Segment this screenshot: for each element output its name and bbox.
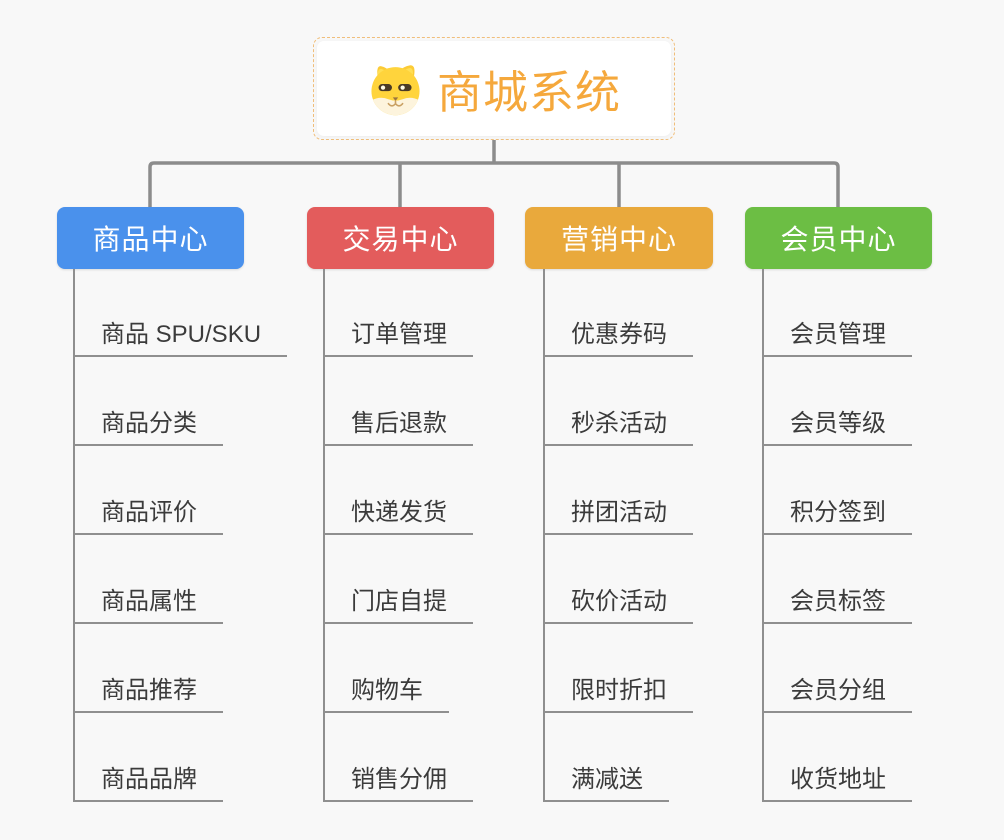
leaf-node[interactable]: 限时折扣 (543, 676, 693, 713)
shiba-dog-icon (371, 65, 420, 116)
leaf-node[interactable]: 门店自提 (323, 587, 473, 624)
leaf-node[interactable]: 订单管理 (323, 320, 473, 357)
root-node-body: 商城系统 (317, 41, 671, 136)
root-node-title: 商城系统 (436, 67, 621, 118)
branch-children-member: 会员管理 会员等级 积分签到 会员标签 会员分组 收货地址 (762, 269, 1002, 809)
leaf-node[interactable]: 砍价活动 (543, 587, 693, 624)
root-node[interactable]: 商城系统 (313, 37, 675, 140)
leaf-node[interactable]: 商品评价 (73, 498, 223, 535)
leaf-node[interactable]: 商品推荐 (73, 676, 223, 713)
leaf-node[interactable]: 秒杀活动 (543, 409, 693, 446)
leaf-node[interactable]: 满减送 (543, 765, 669, 802)
branch-label: 营销中心 (560, 224, 677, 255)
leaf-node[interactable]: 购物车 (323, 676, 449, 713)
branch-children-marketing: 优惠券码 秒杀活动 拼团活动 砍价活动 限时折扣 满减送 (543, 269, 783, 809)
leaf-node[interactable]: 销售分佣 (323, 765, 473, 802)
branch-node-member-center[interactable]: 会员中心 (745, 207, 932, 269)
leaf-node[interactable]: 售后退款 (323, 409, 473, 446)
branch-label: 会员中心 (780, 224, 897, 255)
leaf-node[interactable]: 积分签到 (762, 498, 912, 535)
leaf-node[interactable]: 会员等级 (762, 409, 912, 446)
leaf-node[interactable]: 商品品牌 (73, 765, 223, 802)
leaf-node[interactable]: 会员分组 (762, 676, 912, 713)
branch-node-marketing-center[interactable]: 营销中心 (525, 207, 713, 269)
branch-node-product-center[interactable]: 商品中心 (57, 207, 244, 269)
leaf-node[interactable]: 商品属性 (73, 587, 223, 624)
leaf-node[interactable]: 商品分类 (73, 409, 223, 446)
branch-children-product: 商品 SPU/SKU 商品分类 商品评价 商品属性 商品推荐 商品品牌 (73, 269, 313, 809)
branch-node-trade-center[interactable]: 交易中心 (307, 207, 494, 269)
branch-label: 商品中心 (92, 224, 209, 255)
leaf-node[interactable]: 会员标签 (762, 587, 912, 624)
leaf-node[interactable]: 收货地址 (762, 765, 912, 802)
leaf-node[interactable]: 拼团活动 (543, 498, 693, 535)
leaf-node[interactable]: 商品 SPU/SKU (73, 320, 288, 357)
branch-label: 交易中心 (342, 224, 459, 255)
branch-children-trade: 订单管理 售后退款 快递发货 门店自提 购物车 销售分佣 (323, 269, 563, 809)
leaf-node[interactable]: 优惠券码 (543, 320, 693, 357)
leaf-node[interactable]: 会员管理 (762, 320, 912, 357)
leaf-node[interactable]: 快递发货 (323, 498, 473, 535)
